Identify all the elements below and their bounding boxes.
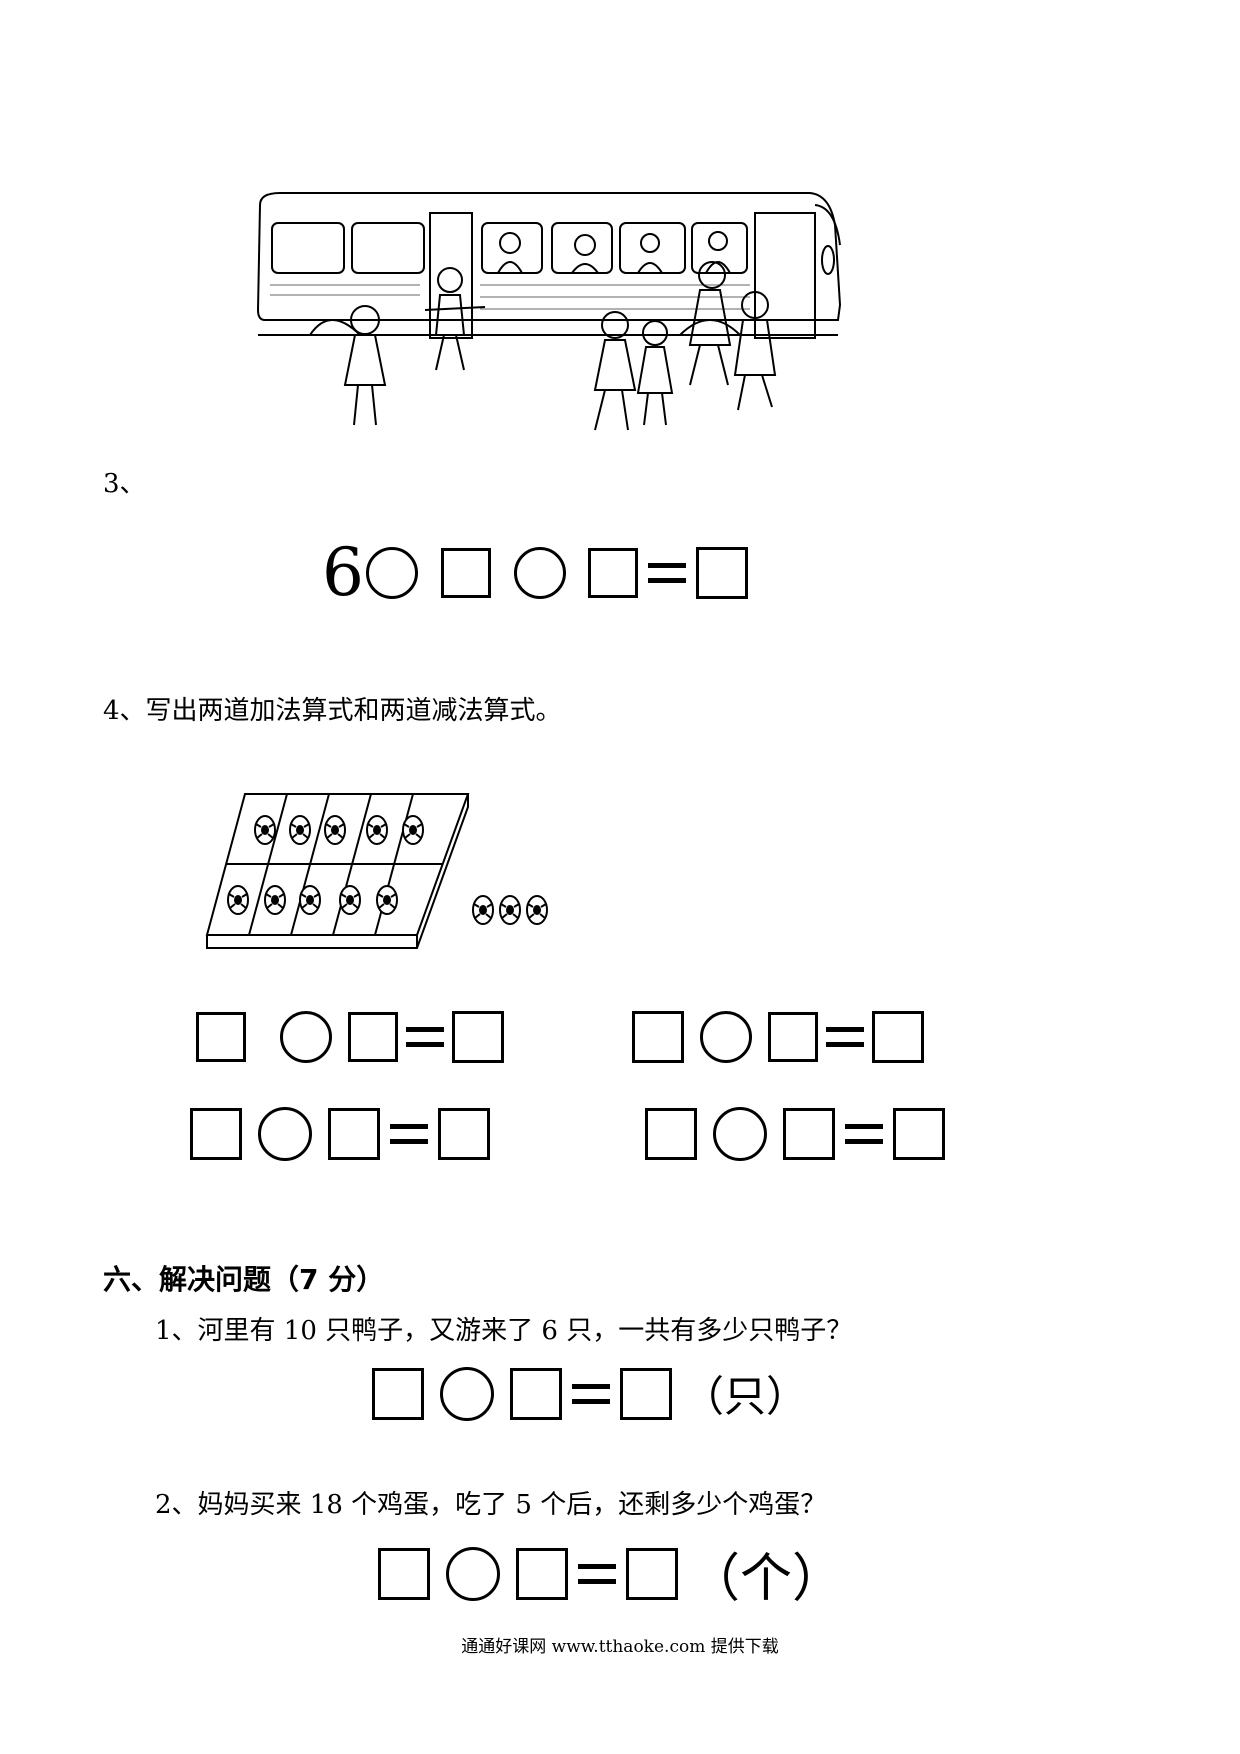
bus-body — [256, 192, 842, 321]
child-figure — [593, 311, 637, 431]
answer-box[interactable] — [626, 1547, 678, 1600]
answer-box[interactable] — [588, 547, 638, 598]
equation-row-q3: 6 — [322, 535, 748, 610]
operator-circle[interactable] — [258, 1107, 312, 1161]
child-figure — [343, 305, 387, 426]
soccer-ball-icon — [227, 885, 249, 915]
answer-box[interactable] — [196, 1012, 246, 1062]
answer-box[interactable] — [372, 1367, 424, 1420]
question-4-prompt: 4、写出两道加法算式和两道减法算式。 — [103, 696, 562, 726]
operator-circle[interactable] — [440, 1366, 494, 1421]
soccer-ball-icon — [366, 815, 388, 845]
unit-label: （只） — [682, 1372, 809, 1421]
equals-sign — [826, 1027, 864, 1047]
answer-box[interactable] — [378, 1547, 430, 1600]
soccer-ball-icon — [264, 885, 286, 915]
answer-box[interactable] — [190, 1108, 242, 1160]
answer-box[interactable] — [768, 1012, 818, 1062]
problem-2-text: 2、妈妈买来 18 个鸡蛋，吃了 5 个后，还剩多少个鸡蛋？ — [155, 1490, 827, 1520]
child-figure — [636, 320, 674, 426]
equation-row-q4-2 — [632, 1011, 924, 1063]
answer-box[interactable] — [893, 1108, 945, 1160]
soccer-ball-icon — [289, 815, 311, 845]
footer-credit: 通通好课网 www.tthaoke.com 提供下载 — [461, 1637, 779, 1657]
soccer-ball-icon — [339, 885, 361, 915]
equation-row-q4-1 — [196, 1011, 504, 1063]
soccer-ball-icon — [299, 885, 321, 915]
soccer-ball-icon — [499, 895, 521, 925]
answer-box[interactable] — [438, 1108, 490, 1160]
bus-door — [754, 212, 816, 339]
operator-circle[interactable] — [514, 546, 566, 599]
question-number-3: 3、 — [103, 469, 146, 499]
answer-box[interactable] — [872, 1011, 924, 1063]
bus-window — [481, 222, 543, 274]
bus-window — [691, 222, 748, 274]
soccer-ball-icon — [526, 895, 548, 925]
answer-box[interactable] — [328, 1108, 380, 1160]
answer-box[interactable] — [452, 1011, 504, 1063]
equation-row-q4-3 — [190, 1107, 490, 1161]
bus-illustration — [256, 192, 842, 431]
answer-box[interactable] — [696, 546, 748, 599]
bus-window — [619, 222, 686, 274]
answer-box[interactable] — [348, 1012, 398, 1062]
operator-circle[interactable] — [446, 1546, 500, 1601]
section-6-heading: 六、解决问题（7 分） — [103, 1263, 385, 1296]
soccer-ball-icon — [376, 885, 398, 915]
child-figure — [733, 291, 777, 411]
bus-window — [551, 222, 613, 274]
operator-circle[interactable] — [713, 1107, 767, 1161]
soccer-ball-icon — [472, 895, 494, 925]
answer-box[interactable] — [620, 1367, 672, 1420]
answer-box[interactable] — [632, 1011, 684, 1063]
unit-label: （个） — [688, 1549, 845, 1609]
answer-box[interactable] — [783, 1108, 835, 1160]
equals-sign — [845, 1124, 883, 1144]
bus-window — [351, 222, 425, 274]
ball-tray-illustration — [205, 793, 548, 949]
equation-row-problem-2: （个） — [378, 1536, 844, 1611]
child-figure — [424, 267, 486, 371]
problem-1-text: 1、河里有 10 只鸭子，又游来了 6 只，一共有多少只鸭子？ — [155, 1316, 853, 1346]
answer-box[interactable] — [645, 1108, 697, 1160]
start-number: 6 — [322, 533, 364, 611]
balls-group — [227, 815, 548, 925]
equals-sign — [390, 1124, 428, 1144]
soccer-ball-icon — [254, 815, 276, 845]
equation-row-q4-4 — [645, 1107, 945, 1161]
bus-door — [429, 212, 473, 339]
equation-row-problem-1: （只） — [372, 1363, 808, 1424]
equals-sign — [572, 1383, 610, 1404]
equals-sign — [406, 1027, 444, 1047]
child-figure — [688, 261, 732, 386]
equals-sign — [578, 1563, 616, 1584]
operator-circle[interactable] — [700, 1011, 752, 1063]
answer-box[interactable] — [510, 1367, 562, 1420]
operator-circle[interactable] — [366, 546, 418, 599]
operator-circle[interactable] — [280, 1011, 332, 1063]
soccer-ball-icon — [402, 815, 424, 845]
bus-window — [271, 222, 345, 274]
answer-box[interactable] — [516, 1547, 568, 1600]
soccer-ball-icon — [324, 815, 346, 845]
equals-sign — [648, 562, 686, 583]
answer-box[interactable] — [441, 547, 491, 598]
